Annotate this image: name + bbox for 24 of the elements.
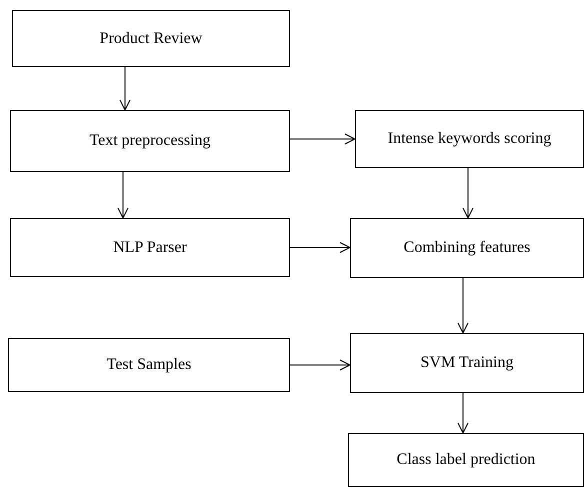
- process-box: [8, 338, 290, 392]
- arrow: [290, 360, 350, 370]
- box-label: Intense keywords scoring: [388, 130, 552, 148]
- box-label: SVM Training: [420, 354, 514, 372]
- arrow: [120, 66, 130, 110]
- arrow: [290, 242, 350, 253]
- process-box: [350, 218, 584, 278]
- arrow: [118, 172, 128, 218]
- box-label: Test Samples: [106, 356, 192, 374]
- process-box: [10, 110, 290, 172]
- process-box: [355, 110, 584, 168]
- box-label: Combining features: [404, 239, 530, 257]
- process-box: [12, 10, 290, 67]
- box-label: NLP Parser: [113, 238, 187, 256]
- box-label: Product Review: [100, 30, 202, 48]
- box-label: Text preprocessing: [89, 132, 211, 150]
- process-box: [350, 333, 584, 393]
- process-box: [348, 433, 584, 487]
- arrow: [458, 278, 468, 334]
- arrow: [462, 168, 474, 218]
- arrow: [458, 392, 468, 434]
- process-box: [10, 218, 290, 277]
- arrow: [290, 134, 356, 144]
- box-label: Class label prediction: [396, 451, 536, 469]
